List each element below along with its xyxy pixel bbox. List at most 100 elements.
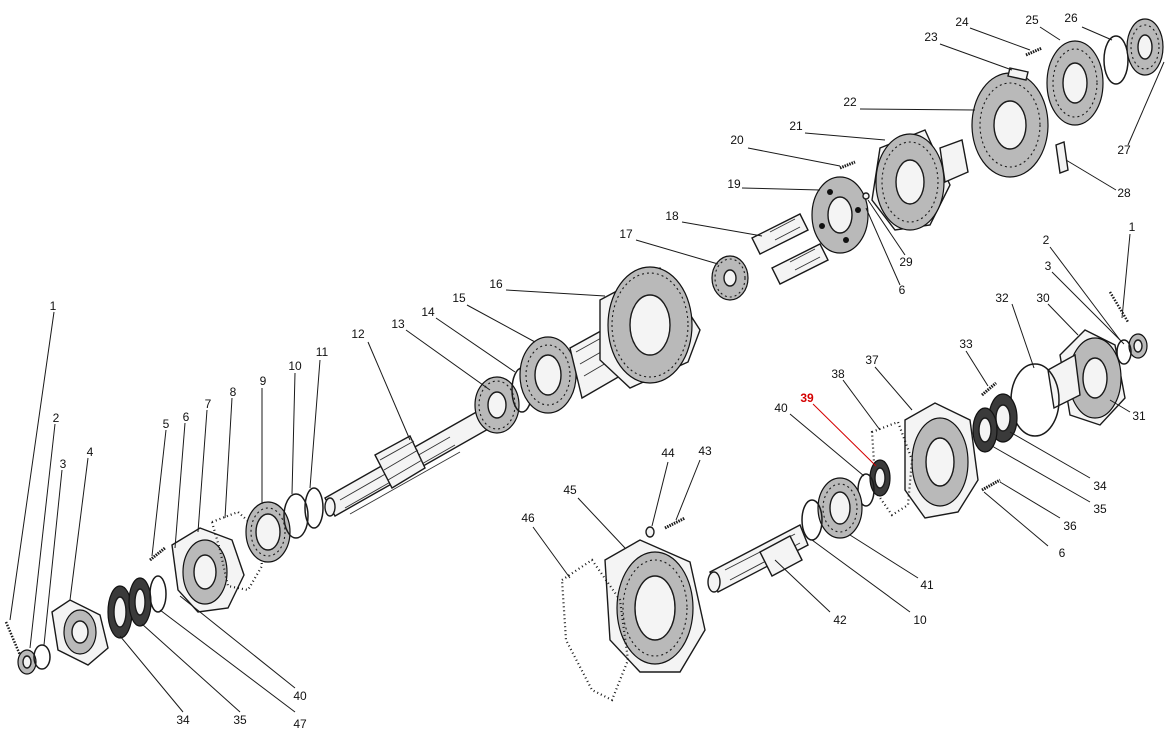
callout-7: 7 <box>205 397 212 411</box>
part-ring-26 <box>1103 35 1129 85</box>
callout-42: 42 <box>833 613 847 627</box>
callout-5: 5 <box>163 417 170 431</box>
part-bearing-cover-left <box>171 527 245 613</box>
callout-labels: 1 2 3 4 5 6 7 8 9 10 11 12 13 14 15 16 1… <box>50 11 1146 731</box>
part-bearing-41 <box>817 477 863 539</box>
part-shaft-12 <box>324 409 491 517</box>
part-pin-29 <box>862 192 870 200</box>
callout-2: 2 <box>53 411 60 425</box>
part-washer-44 <box>645 526 655 538</box>
callout-3: 3 <box>60 457 67 471</box>
part-pin-right <box>1108 291 1130 323</box>
callout-16: 16 <box>489 277 503 291</box>
callout-6-right: 6 <box>1059 546 1066 560</box>
callout-37: 37 <box>865 353 879 367</box>
callout-41: 41 <box>920 578 934 592</box>
part-bolt-33 <box>981 381 997 397</box>
part-bolt-5 <box>149 546 166 562</box>
callout-43: 43 <box>698 444 712 458</box>
part-oring-32 <box>1010 363 1060 437</box>
callout-18: 18 <box>665 209 679 223</box>
part-ring-47 <box>149 575 167 613</box>
callout-27: 27 <box>1117 143 1131 157</box>
callout-8: 8 <box>230 385 237 399</box>
part-housing-45 <box>604 539 706 673</box>
part-washer-left <box>33 644 51 670</box>
callout-44: 44 <box>661 446 675 460</box>
callout-1: 1 <box>50 299 57 313</box>
callout-32: 32 <box>995 291 1009 305</box>
part-pinion-17 <box>711 255 749 301</box>
callout-3-right: 3 <box>1045 259 1052 273</box>
callout-1-right: 1 <box>1129 220 1136 234</box>
callout-25: 25 <box>1025 13 1039 27</box>
part-axle-18a <box>751 213 809 255</box>
callout-36: 36 <box>1063 519 1077 533</box>
part-pin-20 <box>839 160 856 170</box>
callout-4: 4 <box>87 445 94 459</box>
part-bearing-15 <box>519 336 577 414</box>
part-gasket-8 <box>210 510 264 592</box>
part-bolt-36 <box>981 478 1001 492</box>
part-ring-10-left <box>283 493 309 539</box>
part-ring-39 <box>869 459 891 497</box>
callout-29: 29 <box>899 255 913 269</box>
callout-14: 14 <box>421 305 435 319</box>
callout-40-right: 40 <box>774 401 788 415</box>
callout-20: 20 <box>730 133 744 147</box>
callout-13: 13 <box>391 317 405 331</box>
callout-38: 38 <box>831 367 845 381</box>
part-seal-35-left <box>128 577 152 627</box>
callout-10: 10 <box>288 359 302 373</box>
part-bearing-9 <box>245 501 291 563</box>
callout-34-right: 34 <box>1093 479 1107 493</box>
part-housing-37 <box>904 402 979 519</box>
callout-6: 6 <box>183 410 190 424</box>
part-seal-35-right <box>972 407 998 453</box>
callout-21: 21 <box>789 119 803 133</box>
part-axle-18b <box>771 243 829 285</box>
callout-12: 12 <box>351 327 365 341</box>
callout-24: 24 <box>955 15 969 29</box>
callout-35-right: 35 <box>1093 502 1107 516</box>
callout-17: 17 <box>619 227 633 241</box>
callout-30: 30 <box>1036 291 1050 305</box>
callout-40-left: 40 <box>293 689 307 703</box>
callout-47: 47 <box>293 717 307 731</box>
part-ring-11 <box>304 487 324 529</box>
callout-6-upper: 6 <box>899 283 906 297</box>
part-bearing-25 <box>1046 40 1104 126</box>
part-nut-27 <box>1126 18 1164 76</box>
callout-34-left: 34 <box>176 713 190 727</box>
part-shaft-42 <box>707 524 809 593</box>
part-carrier-19 <box>811 176 869 254</box>
callout-9: 9 <box>260 374 267 388</box>
callout-22: 22 <box>843 95 857 109</box>
part-ring-gear-21 <box>871 129 969 231</box>
callout-26: 26 <box>1064 11 1078 25</box>
part-lock-tab-28 <box>1055 141 1069 174</box>
part-hub-22 <box>971 72 1049 178</box>
callout-46: 46 <box>521 511 535 525</box>
callout-2-right: 2 <box>1043 233 1050 247</box>
part-flange-left <box>51 599 109 666</box>
part-seal-34-left <box>107 585 133 639</box>
part-bolt-43 <box>664 516 686 530</box>
callout-45: 45 <box>563 483 577 497</box>
leader-lines <box>9 26 1165 713</box>
callout-31: 31 <box>1132 409 1146 423</box>
callout-11: 11 <box>316 345 329 359</box>
callout-10-right: 10 <box>913 613 927 627</box>
part-flange-30 <box>1047 329 1126 426</box>
callout-33: 33 <box>959 337 973 351</box>
callout-23: 23 <box>924 30 938 44</box>
callout-28: 28 <box>1117 186 1131 200</box>
part-bolt-24 <box>1025 46 1043 57</box>
callout-35-left: 35 <box>233 713 247 727</box>
callout-15: 15 <box>452 291 466 305</box>
part-gasket-46 <box>560 558 630 702</box>
part-ring-10-right <box>801 499 823 541</box>
part-nut-right <box>1128 333 1148 359</box>
